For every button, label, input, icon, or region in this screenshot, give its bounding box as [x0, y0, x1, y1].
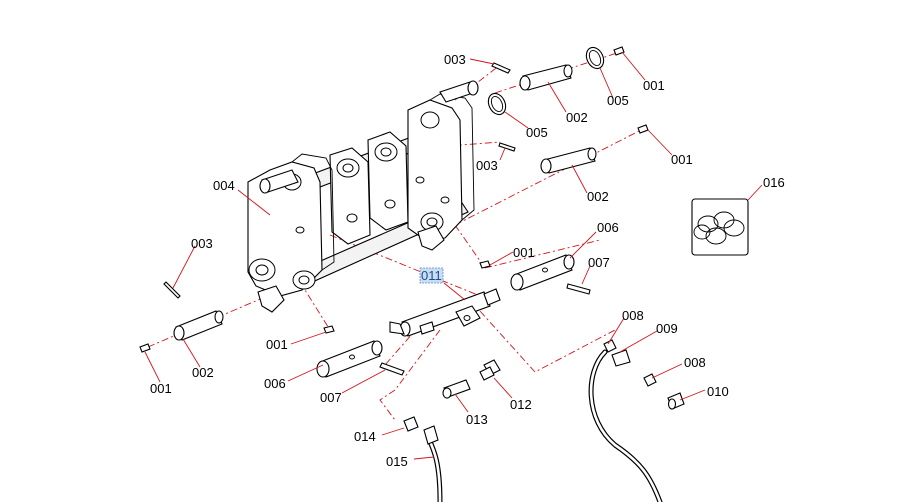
label-001-right[interactable]: 001 [671, 152, 693, 167]
fitting-014 [403, 416, 419, 432]
label-004[interactable]: 004 [213, 178, 235, 193]
label-001-far-left[interactable]: 001 [150, 381, 172, 396]
label-002-top[interactable]: 002 [566, 110, 588, 125]
label-001-center[interactable]: 001 [513, 245, 535, 260]
label-013[interactable]: 013 [466, 412, 488, 427]
pin-002-left [173, 310, 224, 341]
label-003-left[interactable]: 003 [191, 236, 213, 251]
spring-pins-003 [163, 62, 516, 299]
label-010[interactable]: 010 [707, 384, 729, 399]
label-007-right[interactable]: 007 [588, 255, 610, 270]
leader-lines [144, 51, 763, 460]
label-007-left[interactable]: 007 [320, 390, 342, 405]
label-009[interactable]: 009 [656, 321, 678, 336]
pin-002-top [519, 64, 573, 91]
label-011[interactable]: 011 [421, 268, 442, 283]
label-006-right[interactable]: 006 [597, 220, 619, 235]
hose-assembly-008-009-010 [588, 339, 685, 502]
label-012[interactable]: 012 [510, 397, 532, 412]
label-008-top[interactable]: 008 [622, 308, 644, 323]
label-001-top-right[interactable]: 001 [643, 78, 665, 93]
frame-assembly-004 [247, 80, 479, 313]
label-006-left[interactable]: 006 [264, 376, 286, 391]
hydraulic-cylinder-011 [389, 288, 501, 337]
label-015[interactable]: 015 [386, 454, 408, 469]
fitting-012 [479, 359, 501, 381]
label-003-middle[interactable]: 003 [476, 158, 498, 173]
label-003-top[interactable]: 003 [444, 52, 466, 67]
pin-006-right [510, 254, 575, 291]
label-008-bottom[interactable]: 008 [684, 355, 706, 370]
label-014[interactable]: 014 [354, 429, 376, 444]
label-005-top-right[interactable]: 005 [607, 93, 629, 108]
grease-nipples-001 [139, 46, 649, 353]
fitting-013 [442, 379, 471, 399]
label-005-middle[interactable]: 005 [526, 125, 548, 140]
seal-kit-016 [691, 198, 749, 256]
hose-015 [423, 425, 443, 502]
ring-005-middle [487, 92, 507, 116]
label-002-left[interactable]: 002 [192, 365, 214, 380]
label-002-middle[interactable]: 002 [587, 189, 609, 204]
ring-005-top [585, 46, 605, 70]
selection-highlight [419, 267, 444, 284]
pin-006-left [316, 340, 383, 378]
label-001-left-lower[interactable]: 001 [266, 337, 288, 352]
label-016[interactable]: 016 [763, 175, 785, 190]
part-labels: 003 001 005 002 005 001 003 016 004 002 … [150, 52, 785, 469]
pin-002-middle [540, 147, 597, 174]
lock-pins-007 [379, 283, 591, 376]
